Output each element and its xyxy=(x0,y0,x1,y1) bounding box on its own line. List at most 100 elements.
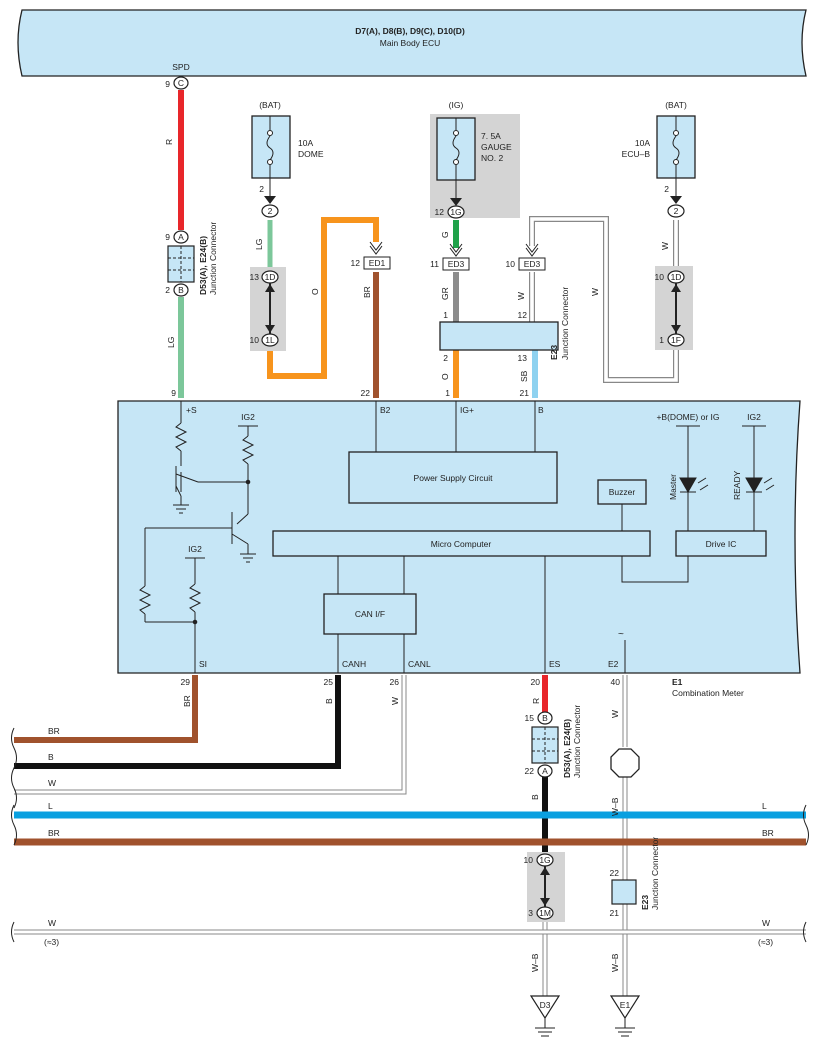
meter-wire-26: W xyxy=(390,697,400,705)
power-supply-label: Power Supply Circuit xyxy=(414,473,494,483)
wire-canl-white xyxy=(14,675,407,795)
ecu-title: D7(A), D8(B), D9(C), D10(D) xyxy=(355,26,465,36)
meter-master: Master xyxy=(668,474,678,500)
dome-supply: (BAT) xyxy=(259,100,281,110)
dome-name: DOME xyxy=(298,149,324,159)
bus-br2-left-label: BR xyxy=(48,828,60,838)
e23-p12: 12 xyxy=(518,310,528,320)
bus-ref-left: (≈3) xyxy=(44,937,59,947)
drive-ic-label: Drive IC xyxy=(706,539,737,549)
meter-subname: Combination Meter xyxy=(672,688,744,698)
gauge-no: NO. 2 xyxy=(481,153,503,163)
meter-pin-1: 1 xyxy=(445,388,450,398)
dome-fuse xyxy=(251,115,291,179)
bus-break-right xyxy=(803,804,809,943)
gauge-conn: 1G xyxy=(450,207,461,217)
gauge-pin: 12 xyxy=(435,207,445,217)
bus-b-label: B xyxy=(48,752,54,762)
drive-ic xyxy=(675,530,767,557)
meter-bdome: +B(DOME) or IG xyxy=(656,412,719,422)
jc-right-a: A xyxy=(542,766,548,776)
jc-left-b: B xyxy=(178,285,184,295)
bl-j2: 1M xyxy=(539,908,551,918)
jc-left-subtitle: Junction Connector xyxy=(208,222,218,295)
meter-canh: CANH xyxy=(342,659,366,669)
ed3a-name: ED3 xyxy=(448,259,465,269)
ecu-subtitle: Main Body ECU xyxy=(380,38,440,48)
bus-l-right-label: L xyxy=(762,801,767,811)
jc-right-subtitle: Junction Connector xyxy=(572,705,582,778)
jc-right-title: D53(A), E24(B) xyxy=(562,719,572,778)
ecub-j1: 1D xyxy=(671,272,682,282)
bus-break-left xyxy=(11,727,17,943)
e23-wire-sb: SB xyxy=(519,370,529,382)
meter-pin-22: 22 xyxy=(361,388,371,398)
ground-e1-symbol xyxy=(609,995,641,1020)
meter-pin-20: 20 xyxy=(531,677,541,687)
dome-pin: 2 xyxy=(259,184,264,194)
meter-si: SI xyxy=(199,659,207,669)
e23-wire-o: O xyxy=(440,373,450,380)
buzzer-label: Buzzer xyxy=(609,487,636,497)
ecub-rating: 10A xyxy=(635,138,650,148)
bus-l-left-label: L xyxy=(48,801,53,811)
bl-j1-pin: 10 xyxy=(524,855,534,865)
ecu-pin-9: 9 xyxy=(165,79,170,89)
br-e23-sub: Junction Connector xyxy=(650,837,660,910)
bus-w-label: W xyxy=(48,778,56,788)
main-body-ecu-block xyxy=(17,9,807,77)
meter-pin-21: 21 xyxy=(520,388,530,398)
ed1-name: ED1 xyxy=(369,258,386,268)
ed3b-pin: 10 xyxy=(506,259,516,269)
meter-pin-25: 25 xyxy=(324,677,334,687)
gauge-name: GAUGE xyxy=(481,142,512,152)
meter-pin-40: 40 xyxy=(611,677,621,687)
ed1-wire: BR xyxy=(362,286,372,298)
meter-name: E1 xyxy=(672,677,683,687)
meter-pin-29: 29 xyxy=(181,677,191,687)
gauge-wire: G xyxy=(440,231,450,238)
bus-ref-right: (≈3) xyxy=(758,937,773,947)
bl-j1: 1G xyxy=(539,855,550,865)
ed3a-pin: 11 xyxy=(430,259,439,269)
micro-label: Micro Computer xyxy=(431,539,492,549)
meter-ig2-a: IG2 xyxy=(241,412,255,422)
bus-w2-left-label: W xyxy=(48,918,56,928)
meter-es: ES xyxy=(549,659,561,669)
br-e23-p21: 21 xyxy=(610,908,620,918)
meter-e2: E2 xyxy=(608,659,619,669)
gauge-rating: 7. 5A xyxy=(481,131,501,141)
dome-j2-pin: 10 xyxy=(250,335,260,345)
meter-ready: READY xyxy=(732,470,742,500)
ecub-supply: (BAT) xyxy=(665,100,687,110)
ecub-j1-pin: 10 xyxy=(655,272,665,282)
ecub-conn: 2 xyxy=(674,206,679,216)
bus-w2-right-label: W xyxy=(762,918,770,928)
e23-block xyxy=(439,321,559,351)
bus-br2-right-label: BR xyxy=(762,828,774,838)
meter-s-label: +S xyxy=(186,405,197,415)
meter-wire-20: R xyxy=(531,698,541,704)
wire-dome-orange xyxy=(267,217,379,379)
meter-tilde: ~ xyxy=(618,629,624,640)
jc-left-a: A xyxy=(178,232,184,242)
can-interface xyxy=(323,593,417,635)
dome-wire-o: O xyxy=(310,288,320,295)
e23-p1: 1 xyxy=(443,310,448,320)
ecub-j2-pin: 1 xyxy=(659,335,664,345)
jc-left-title: D53(A), E24(B) xyxy=(198,236,208,295)
e23-p13: 13 xyxy=(518,353,528,363)
dome-j1: 1D xyxy=(265,272,276,282)
dome-j1-pin: 13 xyxy=(250,272,260,282)
dome-wire-lg: LG xyxy=(254,239,264,250)
meter-ig2-b: IG2 xyxy=(188,544,202,554)
dome-j2: 1L xyxy=(265,335,275,345)
ecub-wire: W xyxy=(660,242,670,250)
ecub-j2: 1F xyxy=(671,335,681,345)
ed3a-wire: GR xyxy=(440,287,450,300)
jc-right-pin-a: 22 xyxy=(525,766,535,776)
br-wire: W–B xyxy=(610,953,620,972)
dome-rating: 10A xyxy=(298,138,313,148)
ed3b-wire: W xyxy=(516,292,526,300)
